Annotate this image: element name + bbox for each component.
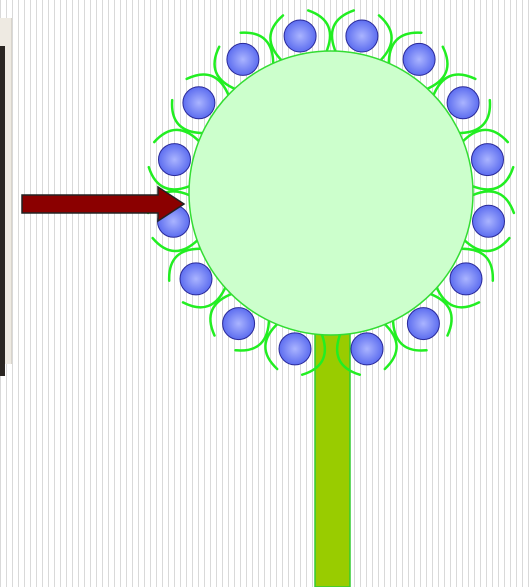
bead [407,308,439,340]
bead [403,43,435,75]
bead [351,333,383,365]
bead [180,263,212,295]
bead [447,87,479,119]
bead [346,20,378,52]
bead [159,144,191,176]
bead [227,43,259,75]
bead [223,308,255,340]
bead [284,20,316,52]
bead [473,205,505,237]
bead [450,263,482,295]
arrow-right-icon [22,187,184,221]
bead [183,87,215,119]
bead [472,144,504,176]
flower-head [189,51,473,335]
bead [279,333,311,365]
